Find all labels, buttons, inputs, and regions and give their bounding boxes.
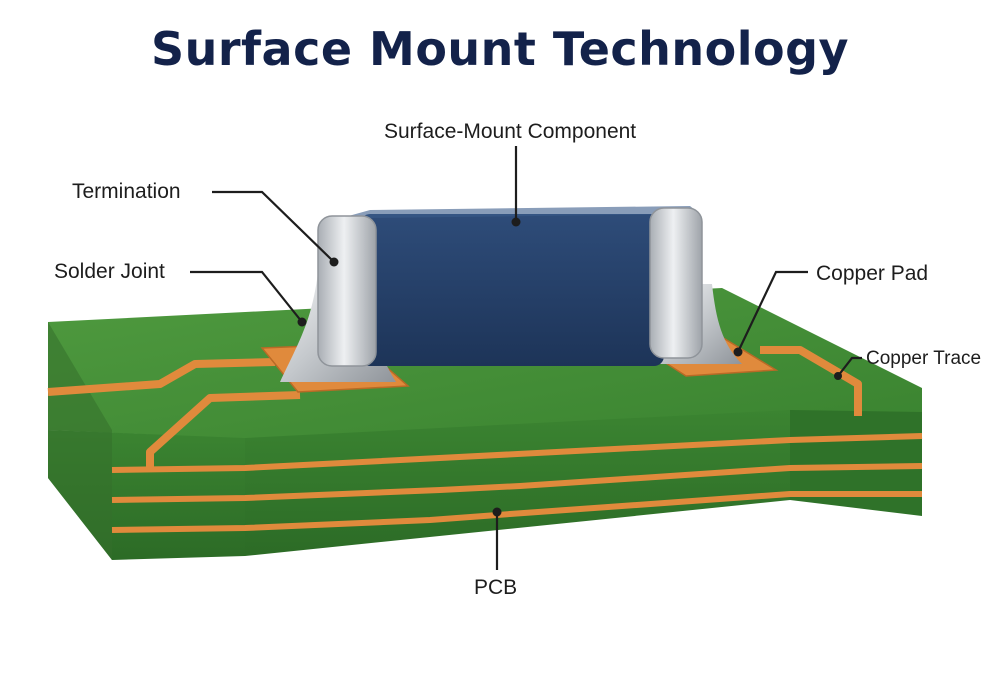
label-copper-trace: Copper Trace [866,348,982,369]
inner-copper-layers [111,433,923,533]
diagram-title: Surface Mount Technology [150,22,850,76]
pcb-left-face [48,322,112,560]
pcb-right-face [790,410,922,516]
component-body [360,214,664,366]
label-solder-joint: Solder Joint [54,260,165,283]
label-surface-mount-component: Surface-Mount Component [384,120,637,143]
component-top-face [320,206,700,224]
label-pcb: PCB [474,576,518,599]
top-copper-traces [47,346,862,470]
label-termination: Termination [72,180,181,203]
termination-right [649,207,703,359]
leader-dots [297,217,842,517]
label-copper-pad: Copper Pad [816,262,929,285]
leader-lines [190,146,862,570]
termination-left [317,215,377,367]
